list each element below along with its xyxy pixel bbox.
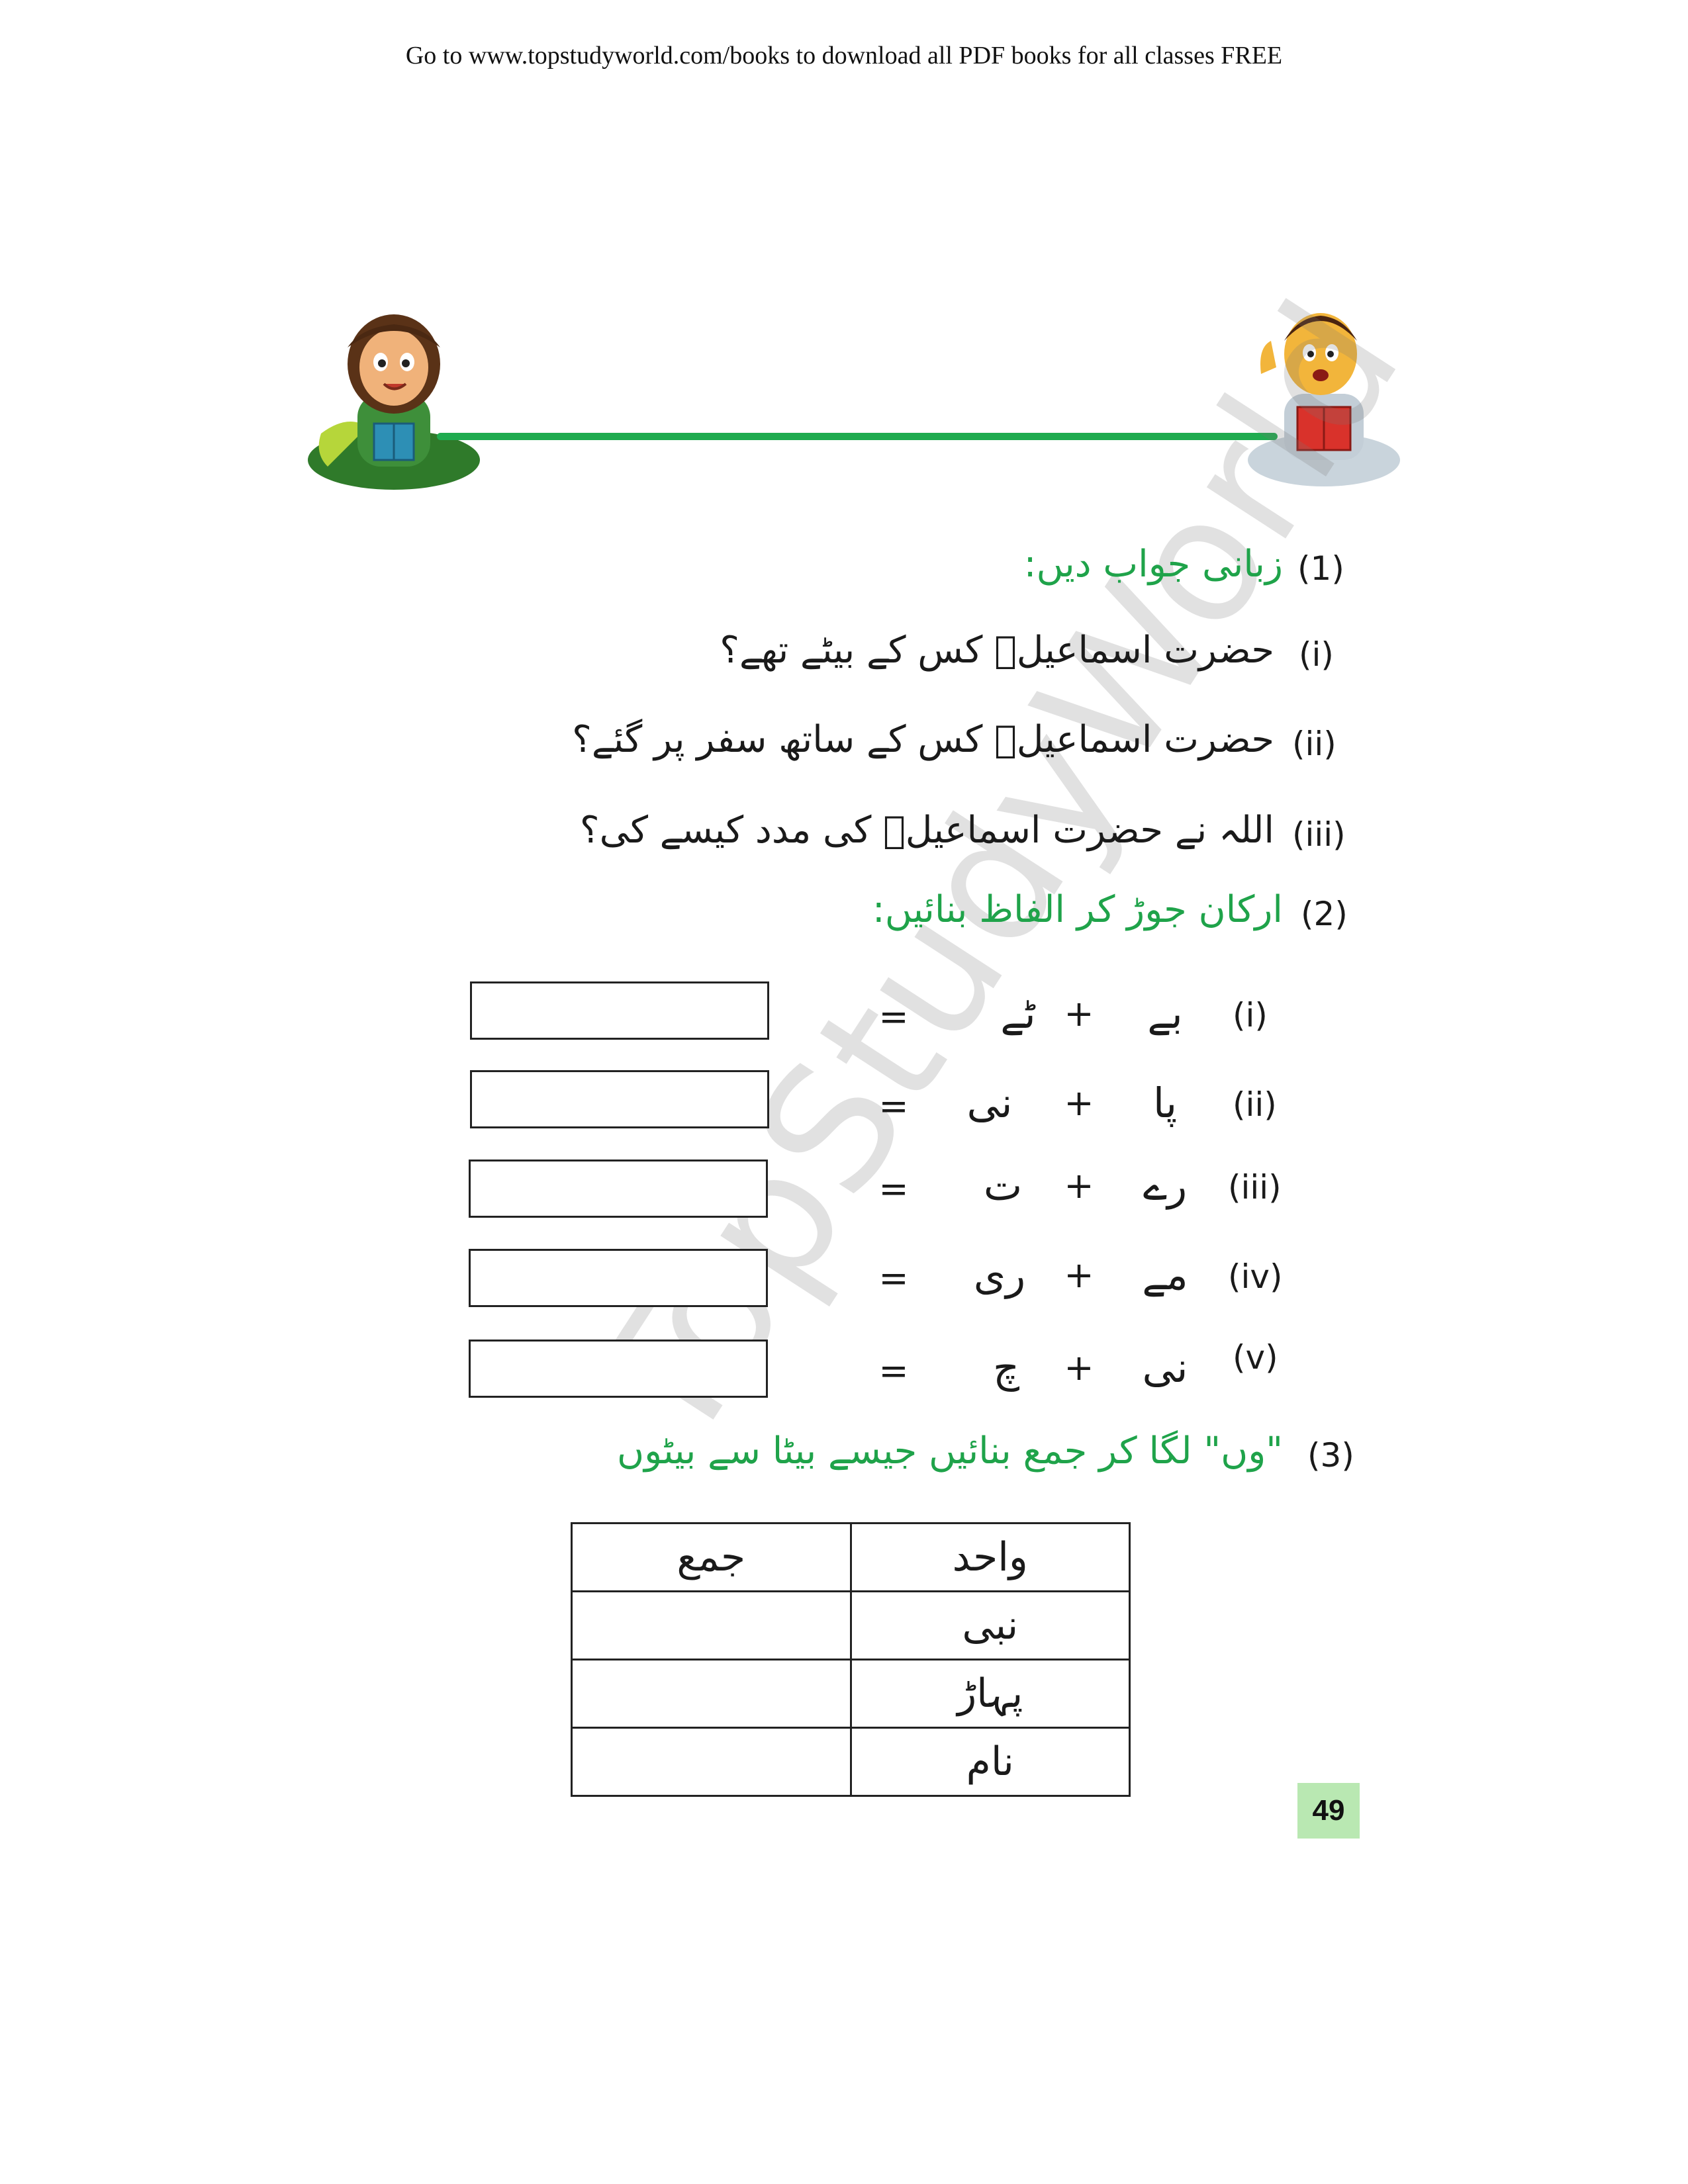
join-second-part: چ [992, 1343, 1020, 1392]
join-row-number: (ii) [1233, 1085, 1277, 1124]
join-first-part: پا [1152, 1079, 1178, 1127]
join-first-part: مے [1142, 1251, 1188, 1299]
table-row: پہاڑ [571, 1659, 1131, 1729]
girl-reading-illustration [308, 314, 480, 490]
plural-answer-cell[interactable] [571, 1590, 852, 1661]
plural-answer-cell[interactable] [571, 1727, 852, 1797]
plus-sign: + [1064, 1254, 1094, 1296]
join-second-part: ری [973, 1251, 1026, 1299]
question-number: (i) [1299, 635, 1334, 674]
join-row-number: (iii) [1228, 1168, 1282, 1206]
join-first-part: رے [1143, 1161, 1188, 1210]
plural-header: جمع [571, 1522, 852, 1592]
join-row-number: (i) [1233, 996, 1268, 1034]
green-divider-line [437, 433, 1278, 440]
singular-cell: پہاڑ [849, 1659, 1131, 1729]
section3-title: "وں" لگا کر جمع بنائیں جیسے بیٹا سے بیٹو… [616, 1430, 1283, 1473]
section1-number: (1) [1297, 549, 1344, 588]
answer-box[interactable] [470, 1070, 769, 1128]
answer-box[interactable] [469, 1340, 768, 1398]
join-first-part: نی [1142, 1343, 1188, 1392]
join-row-number: (iv) [1228, 1257, 1283, 1296]
plus-sign: + [1064, 1082, 1094, 1124]
section3-number: (3) [1307, 1436, 1354, 1475]
join-row-number: (v) [1233, 1338, 1278, 1377]
plus-sign: + [1064, 1165, 1094, 1206]
singular-cell: نام [849, 1727, 1131, 1797]
question-text: حضرت اسماعیلؑ کس کے بیٹے تھے؟ [720, 629, 1274, 672]
question-text: حضرت اسماعیلؑ کس کے ساتھ سفر پر گئے؟ [572, 718, 1274, 761]
page-number: 49 [1297, 1783, 1360, 1839]
question-text: اللہ نے حضرت اسماعیلؑ کی مدد کیسے کی؟ [579, 809, 1274, 852]
equals-sign: = [878, 1257, 909, 1299]
plural-answer-cell[interactable] [571, 1659, 852, 1729]
equals-sign: = [878, 996, 909, 1038]
singular-cell: نبی [849, 1590, 1131, 1661]
equals-sign: = [878, 1085, 909, 1127]
answer-box[interactable] [469, 1160, 768, 1218]
join-second-part: نی [966, 1079, 1013, 1127]
question-number: (iii) [1292, 815, 1346, 854]
join-second-part: ت [983, 1161, 1023, 1210]
answer-box[interactable] [469, 1249, 768, 1307]
join-second-part: ٹے [1000, 989, 1036, 1038]
singular-header: واحد [849, 1522, 1131, 1592]
question-number: (ii) [1292, 725, 1336, 763]
equals-sign: = [878, 1350, 909, 1392]
table-header-row: جمع واحد [571, 1522, 1131, 1592]
plus-sign: + [1064, 993, 1094, 1034]
answer-box[interactable] [470, 981, 769, 1040]
plural-table: جمع واحد نبی پہاڑ نام [571, 1522, 1131, 1797]
section2-title: ارکان جوڑ کر الفاظ بنائیں: [872, 888, 1283, 931]
plus-sign: + [1064, 1347, 1094, 1388]
boy-reading-illustration [1248, 313, 1400, 486]
header-note: Go to www.topstudyworld.com/books to dow… [405, 42, 1283, 69]
section2-number: (2) [1301, 895, 1348, 933]
join-first-part: بے [1147, 989, 1183, 1038]
table-row: نام [571, 1727, 1131, 1797]
table-row: نبی [571, 1590, 1131, 1661]
section1-title: زبانی جواب دیں: [1023, 543, 1283, 586]
equals-sign: = [878, 1168, 909, 1210]
